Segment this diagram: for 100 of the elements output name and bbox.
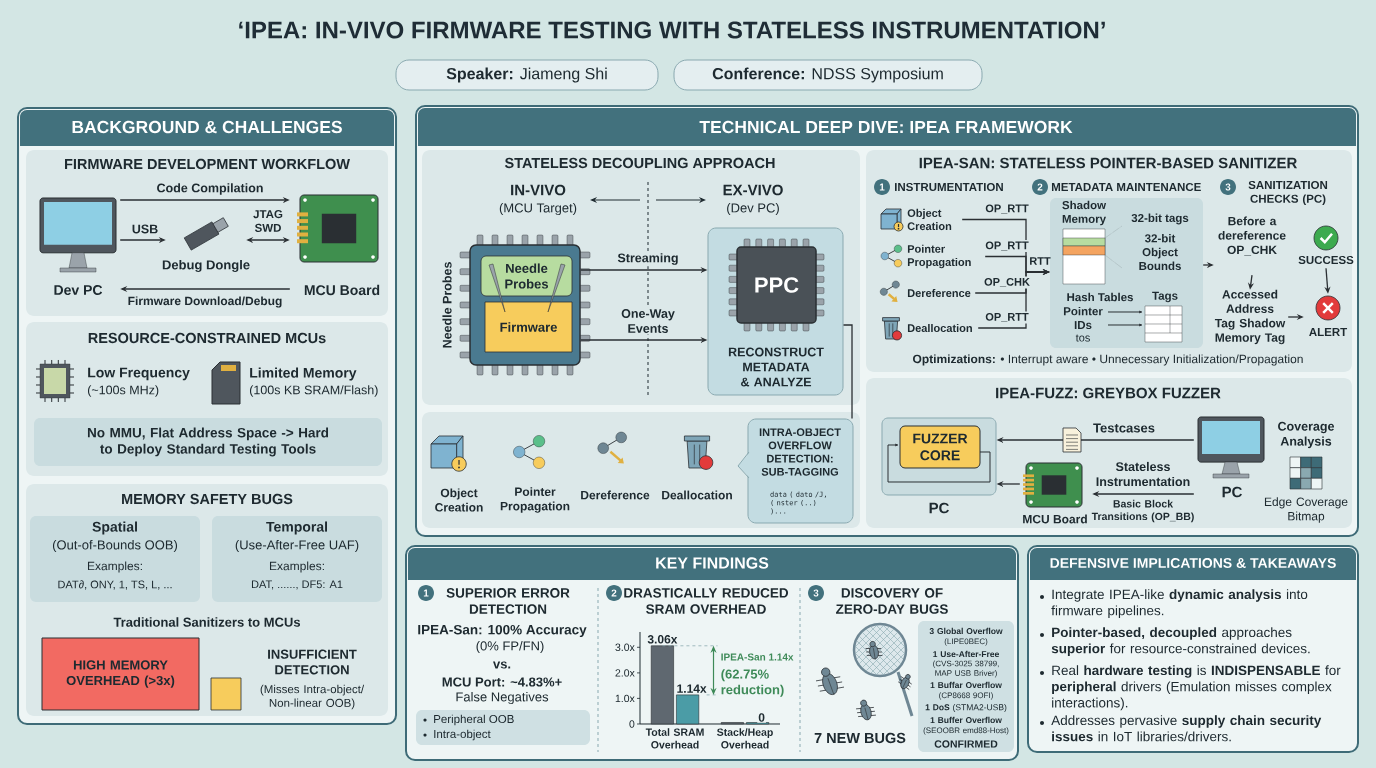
info-pill: Speaker: Jiameng Shi (395, 59, 659, 91)
label-text: Traditional Sanitizers to MCUs (113, 617, 300, 627)
edge-label: USB (130, 223, 160, 235)
processor-chip: PPC (728, 238, 825, 332)
label-text: Pointer Propagation (907, 244, 971, 269)
label-text: Low Frequency (88, 367, 190, 381)
category-label: Total SRAM Overhead (645, 728, 704, 749)
label-text: SANITIZATION CHECKS (PC) (1248, 180, 1328, 206)
label-text: Edge Coverage Bitmap (1264, 497, 1348, 523)
info-box: No MMU, Flat Address Space -> Hard to Deploy Standard Testing Tools (34, 418, 382, 466)
label-text: MCU Port: ~4.83%+ (442, 677, 562, 687)
panel-header: KEY FINDINGS (408, 548, 1016, 580)
label-text: (SEOOBR emd88-Host) (923, 727, 1009, 735)
section-heading: RESOURCE-CONSTRAINED MCUs (88, 332, 326, 344)
tick-label: 3.0x (615, 643, 635, 651)
number-badge: 1 (874, 179, 890, 195)
label-text: 1 Buffer Overflow (930, 716, 1002, 724)
label-text: Deallocation (662, 490, 732, 500)
label-text: Basic Block Transitions (OP_BB) (1091, 499, 1194, 523)
tick-label: 1.0x (615, 694, 635, 703)
label-text: Accessed Address Tag Shadow Memory Tag (1214, 289, 1286, 345)
label-text: Deallocation (907, 323, 972, 333)
label-text: 1 DoS (STMA2-USB) (925, 704, 1007, 712)
label-text: INSTRUMENTATION (895, 182, 1003, 192)
label-text: IPEA-San: 100% Accuracy (418, 624, 587, 638)
label-text: DRASTICALLY REDUCED SRAM OVERHEAD (624, 588, 789, 614)
panel-header: DEFENSIVE IMPLICATIONS & TAKEAWAYS (1030, 548, 1356, 580)
label-text: (LIPE0BEC) (944, 638, 988, 646)
label-text: DAT∂, ONY, 1, TS, L, ... (58, 580, 172, 590)
value-label: 1.14x (675, 683, 708, 694)
panel-header: BACKGROUND & CHALLENGES (20, 110, 394, 146)
label-text: (Out-of-Bounds OOB) (52, 539, 178, 553)
edge-label: Stateless Instrumentation (1091, 460, 1195, 488)
label-text: Pointer Propagation (500, 487, 570, 513)
label-text: Pointer IDs (1063, 306, 1103, 330)
edge-label: OP_CHK (982, 276, 1032, 289)
connector-line (842, 324, 853, 420)
label-text: 1 Buffar Overflow (930, 681, 1002, 689)
label-text: (~100s MHz) (88, 385, 159, 397)
label-text: DISCOVERY OF ZERO-DAY BUGS (836, 588, 948, 614)
bullet-text: Pointer-based, decoupled approaches superior for resource-constrained devices. (1051, 627, 1310, 656)
label-text: SUPERIOR ERROR DETECTION (446, 588, 570, 614)
label-text: Object Creation (907, 208, 952, 231)
label-text: Examples: (88, 561, 142, 573)
label-text: Dereference (907, 288, 971, 298)
label-text: DAT, ......, DF5: A1 (251, 580, 343, 590)
label-text: 32-bit tags (1131, 213, 1189, 225)
label-text: Debug Dongle (162, 259, 250, 273)
label-text: Intra-object (434, 729, 491, 741)
bullet-text: Addresses pervasive supply chain security issues in IoT libraries/drivers. (1051, 715, 1322, 742)
label-text: (CP8668 9OFI) (939, 692, 993, 700)
label-text: 1 Use-After-Free (933, 650, 999, 658)
number-badge: 2 (606, 585, 622, 601)
label-text: PC (929, 502, 949, 514)
label-text: Tags (1152, 291, 1178, 303)
number-badge: 2 (1032, 179, 1048, 195)
panel-header: TECHNICAL DEEP DIVE: IPEA FRAMEWORK (418, 108, 1356, 146)
label-text: CONFIRMED (934, 740, 998, 748)
label-text: METADATA MAINTENANCE (1051, 182, 1201, 192)
label-text: ALERT (1309, 328, 1348, 336)
label-text: MCU Board (304, 284, 380, 296)
section-heading: IPEA-SAN: STATELESS POINTER-BASED SANITIZER (919, 157, 1297, 169)
label-text: RECONSTRUCT METADATA & ANALYZE (728, 347, 824, 387)
value-label: 3.06x (646, 634, 679, 645)
section-heading: IPEA-FUZZ: GREYBOX FUZZER (996, 387, 1221, 399)
label-text: Dereference (581, 490, 650, 500)
edge-label: OP_RTT (983, 311, 1031, 324)
section-heading: MEMORY SAFETY BUGS (122, 493, 293, 505)
info-pill: Conference: NDSS Symposium (673, 59, 983, 91)
label-text: Temporal (266, 521, 327, 535)
title: ‘IPEA: IN-VIVO FIRMWARE TESTING WITH STATELESS INSTRUMENTATION’ (239, 21, 1105, 39)
label-text: Before a dereference OP_CHK (1218, 216, 1286, 256)
label-text: Coverage Analysis (1278, 421, 1335, 449)
label-text: Object Creation (435, 488, 483, 512)
label-text: Peripheral OOB (434, 714, 514, 726)
annotation-text: IPEA-San 1.14x (721, 653, 794, 661)
label-text: Limited Memory (250, 367, 357, 381)
bullet-text: Real hardware testing is INDISPENSABLE for peripheral drivers (Emulation misses complex interactions). (1052, 665, 1341, 711)
number-badge: 3 (808, 585, 824, 601)
label-text: (0% FP/FN) (476, 640, 544, 654)
number-badge: 3 (1220, 179, 1236, 195)
label-text: PC (1222, 486, 1242, 498)
label-text: (Use-After-Free UAF) (235, 539, 359, 553)
label-text: (MCU Target) (499, 202, 577, 216)
label-text: RTT (1030, 257, 1051, 265)
annotation-text: (62.75% reduction) (721, 669, 784, 697)
tick-label: 0 (629, 720, 635, 728)
label-text: Needle Probes (442, 262, 452, 348)
label-text: (CVS-3025 38799, MAP USB Briver) (933, 660, 999, 678)
label-text: vs. (493, 661, 511, 669)
core-box: FUZZER CORE (899, 425, 981, 469)
label-text: (100s KB SRAM/Flash) (250, 385, 378, 397)
label-text: Dev PC (54, 285, 103, 295)
number-badge: 1 (418, 585, 434, 601)
label-text: INSUFFICIENT DETECTION (268, 649, 357, 675)
label-text: Hash Tables (1067, 292, 1133, 302)
label-text: SUCCESS (1298, 255, 1354, 265)
label-text: (Dev PC) (727, 202, 779, 216)
label-text: IN-VIVO (511, 184, 566, 196)
label-text: (Misses Intra-object/ Non-linear OOB) (260, 684, 365, 710)
